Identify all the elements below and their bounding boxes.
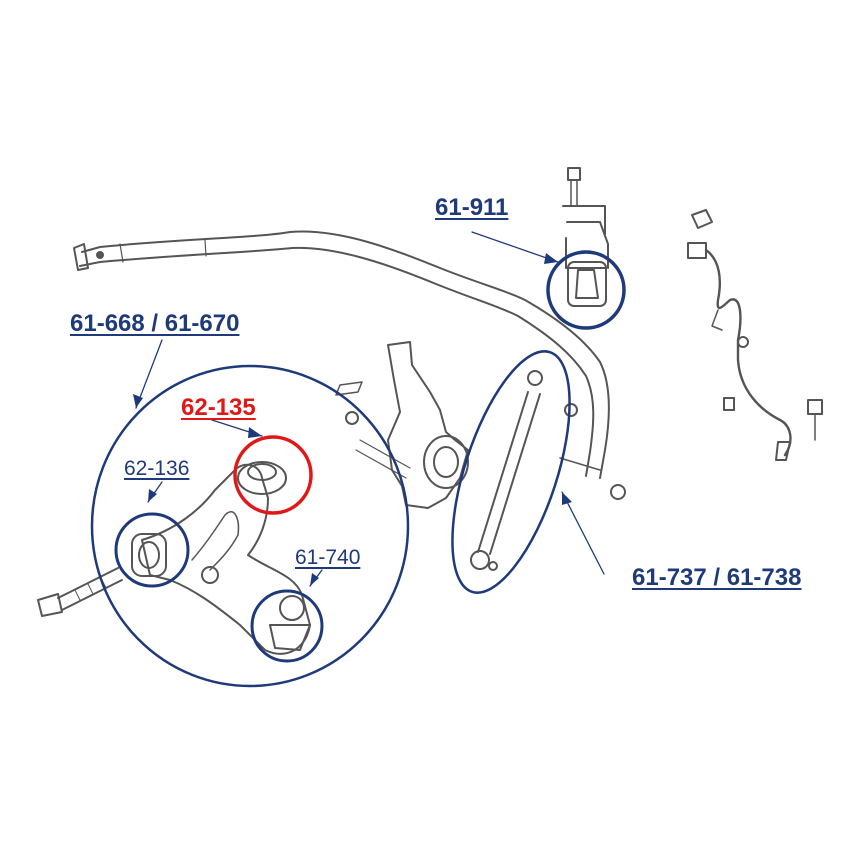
stabilizer-link-circle[interactable] <box>428 338 593 606</box>
leader-61-911 <box>471 231 559 263</box>
steering-knuckle <box>335 341 469 509</box>
stabilizer-bushing-bracket <box>562 167 609 307</box>
rear-arm-bushing-circle[interactable] <box>233 435 313 515</box>
stabilizer-bushing-circle[interactable] <box>546 250 626 330</box>
label-ball-joint[interactable]: 61-740 <box>295 546 361 569</box>
line-art <box>37 167 823 655</box>
label-lower-control-arm[interactable]: 61-668 / 61-670 <box>70 310 240 337</box>
lower-control-arm <box>131 461 311 655</box>
lower-control-arm-circle[interactable] <box>90 364 410 688</box>
leader-61-668 <box>135 339 163 409</box>
stabilizer-link <box>470 370 626 571</box>
label-stabilizer-link[interactable]: 61-737 / 61-738 <box>632 564 802 591</box>
front-bolt <box>37 567 123 617</box>
label-stabilizer-bushing[interactable]: 61-911 <box>435 194 509 221</box>
label-front-arm-bushing[interactable]: 62-136 <box>124 457 190 480</box>
callouts <box>90 231 626 688</box>
stabilizer-bar <box>73 230 610 479</box>
abs-sensor-harness <box>687 209 823 461</box>
label-rear-arm-bushing[interactable]: 62-135 <box>181 394 256 421</box>
leader-61-737 <box>561 491 605 575</box>
front-arm-bushing-circle[interactable] <box>114 512 190 588</box>
ball-joint-circle[interactable] <box>250 589 324 663</box>
